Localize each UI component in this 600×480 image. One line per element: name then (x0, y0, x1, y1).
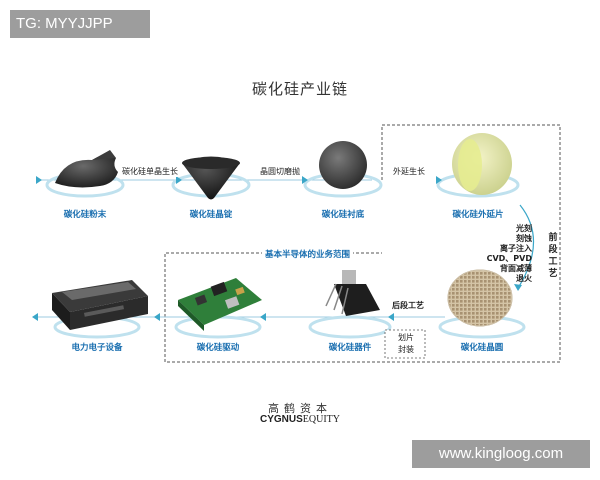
step-dice: 划片 (396, 332, 416, 343)
node-substrate-label: 碳化硅衬底 (321, 210, 365, 220)
node-wafer-label: 碳化硅晶圆 (460, 343, 504, 353)
scope-box (164, 124, 561, 363)
node-powder-label: 碳化硅粉末 (63, 210, 107, 220)
step-crystal-growth: 碳化硅单晶生长 (120, 166, 180, 177)
node-module-label: 碳化硅驱动 (196, 343, 240, 353)
logo-english-rest: EQUITY (302, 414, 340, 425)
node-power-label: 电力电子设备 (71, 343, 123, 353)
watermark-bottom-right: www.kingloog.com (412, 440, 590, 468)
logo-chinese: 高鹤资本 (268, 402, 332, 415)
powder-illustration (55, 154, 118, 188)
logo-english: CYGNUSEQUITY (0, 414, 600, 425)
driver-board-illustration (178, 278, 262, 331)
front-end-arc (517, 204, 535, 289)
watermark-top-left: TG: MYYJJPP (10, 10, 150, 38)
platform-module (174, 315, 262, 339)
arrow-powder-ingot-icon (176, 176, 182, 184)
node-ingot-label: 碳化硅晶锭 (189, 210, 233, 220)
platform-device (308, 315, 392, 339)
device-illustration (325, 270, 380, 316)
substrate-illustration (319, 141, 367, 189)
power-equipment-illustration (52, 280, 148, 330)
arrow-substrate-epi-icon (436, 176, 442, 184)
logo-english-bold: CYGNUS (259, 414, 303, 425)
front-end-process-list: 光刻 刻蚀 离子注入 CVD、PVD 背面减薄 退火 (470, 224, 532, 284)
process-item: 退火 (516, 274, 532, 283)
process-item: 刻蚀 (516, 234, 532, 243)
arrow-entry-icon (36, 176, 42, 184)
diagram-title: 碳化硅产业链 (251, 80, 348, 98)
scope-label: 基本半导体的业务范围 (262, 248, 354, 260)
arrow-module-power-icon (154, 313, 160, 321)
arrow-exit-icon (32, 313, 38, 321)
step-cut-polish: 晶圆切磨抛 (258, 166, 302, 177)
node-device-label: 碳化硅器件 (328, 343, 372, 353)
arrow-wafer-device-icon (388, 313, 394, 321)
step-epi-growth: 外延生长 (391, 166, 427, 177)
process-item: 背面减薄 (500, 264, 532, 273)
node-epi-label: 碳化硅外延片 (452, 210, 504, 220)
process-item: CVD、PVD (486, 254, 532, 263)
arrow-device-module-icon (260, 313, 266, 321)
step-back-end: 后段工艺 (390, 300, 426, 311)
arrow-ingot-substrate-icon (302, 176, 308, 184)
process-item: 光刻 (516, 224, 532, 233)
process-item: 离子注入 (500, 244, 532, 253)
step-package: 封装 (396, 344, 416, 355)
front-end-label: 前段工艺 (548, 233, 558, 279)
